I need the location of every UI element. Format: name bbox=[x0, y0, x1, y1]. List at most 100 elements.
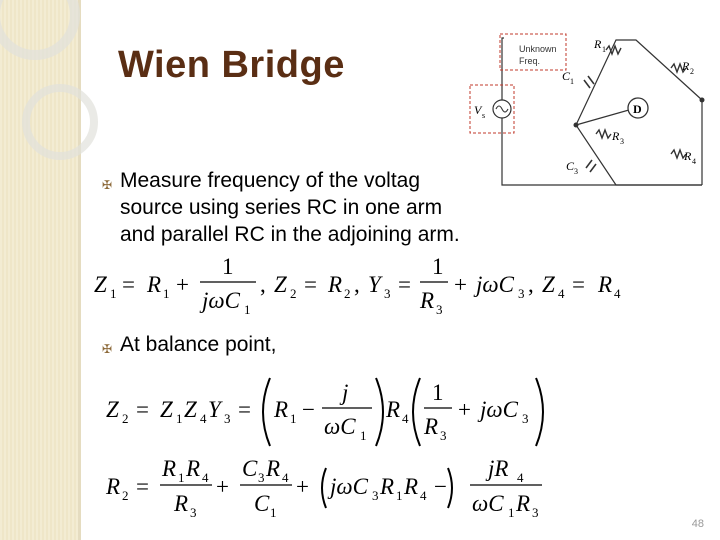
svg-text:1: 1 bbox=[244, 302, 251, 317]
svg-text:Z: Z bbox=[184, 397, 197, 422]
svg-text:3: 3 bbox=[532, 505, 539, 520]
svg-text:1: 1 bbox=[396, 488, 403, 503]
bullet-marker: ✠ bbox=[102, 342, 113, 356]
svg-text:3: 3 bbox=[384, 286, 391, 301]
svg-text:1: 1 bbox=[570, 77, 574, 86]
slide-title: Wien Bridge bbox=[118, 44, 345, 86]
svg-text:R: R bbox=[185, 456, 200, 481]
svg-text:R: R bbox=[385, 397, 400, 422]
svg-text:3: 3 bbox=[190, 505, 197, 520]
svg-text:2: 2 bbox=[122, 411, 129, 426]
svg-text:1: 1 bbox=[222, 254, 234, 279]
svg-text:R: R bbox=[681, 59, 690, 73]
svg-text:=: = bbox=[122, 272, 135, 297]
svg-text:1: 1 bbox=[432, 380, 444, 405]
svg-text:1: 1 bbox=[360, 428, 367, 443]
svg-text:=: = bbox=[136, 397, 149, 422]
svg-text:R: R bbox=[611, 129, 620, 143]
svg-text:4: 4 bbox=[517, 470, 524, 485]
svg-text:C: C bbox=[254, 491, 270, 516]
svg-text:+: + bbox=[454, 272, 467, 297]
svg-text:R: R bbox=[146, 272, 161, 297]
svg-text:C: C bbox=[242, 456, 258, 481]
svg-text:R: R bbox=[327, 272, 342, 297]
svg-text:4: 4 bbox=[558, 286, 565, 301]
page-number: 48 bbox=[691, 518, 704, 530]
svg-text:ωC: ωC bbox=[324, 414, 356, 439]
svg-text:=: = bbox=[238, 397, 251, 422]
svg-text:R: R bbox=[265, 456, 280, 481]
svg-text:3: 3 bbox=[574, 167, 578, 176]
svg-text:1: 1 bbox=[508, 505, 515, 520]
svg-text:1: 1 bbox=[602, 45, 606, 54]
svg-text:C: C bbox=[562, 69, 571, 83]
svg-text:Z: Z bbox=[106, 397, 119, 422]
svg-text:1: 1 bbox=[270, 505, 277, 520]
bullet-line-1: Measure frequency of the voltag bbox=[120, 169, 421, 192]
svg-text:3: 3 bbox=[620, 137, 624, 146]
bullet-measure: ✠ Measure frequency of the voltag source… bbox=[102, 167, 480, 248]
svg-text:Z: Z bbox=[160, 397, 173, 422]
svg-text:4: 4 bbox=[420, 488, 427, 503]
svg-text:Unknown: Unknown bbox=[519, 44, 557, 54]
svg-text:C: C bbox=[566, 159, 575, 173]
svg-text:R: R bbox=[515, 491, 530, 516]
svg-text:4: 4 bbox=[202, 470, 209, 485]
bullet-marker: ✠ bbox=[102, 178, 113, 192]
svg-text:=: = bbox=[304, 272, 317, 297]
svg-text:R: R bbox=[105, 474, 120, 499]
svg-text:jR: jR bbox=[485, 456, 508, 481]
svg-text:2: 2 bbox=[344, 286, 351, 301]
svg-text:4: 4 bbox=[692, 157, 696, 166]
svg-text:4: 4 bbox=[282, 470, 289, 485]
svg-text:R: R bbox=[379, 474, 394, 499]
svg-text:R: R bbox=[683, 149, 692, 163]
svg-text:D: D bbox=[633, 102, 642, 116]
svg-text:3: 3 bbox=[436, 302, 443, 317]
svg-text:R: R bbox=[173, 491, 188, 516]
svg-text:3: 3 bbox=[372, 488, 379, 503]
svg-text:R: R bbox=[597, 272, 612, 297]
svg-text:4: 4 bbox=[614, 286, 621, 301]
bullet-line-3: and parallel RC in the adjoining arm. bbox=[120, 223, 460, 246]
svg-text:,: , bbox=[260, 272, 266, 297]
svg-text:jωC: jωC bbox=[477, 397, 519, 422]
svg-text:Y: Y bbox=[208, 397, 223, 422]
svg-text:1: 1 bbox=[290, 411, 297, 426]
svg-text:R: R bbox=[423, 414, 438, 439]
svg-text:R: R bbox=[403, 474, 418, 499]
decorative-sidebar bbox=[0, 0, 80, 540]
svg-text:=: = bbox=[136, 474, 149, 499]
svg-text:,: , bbox=[528, 272, 534, 297]
svg-text:3: 3 bbox=[522, 411, 529, 426]
svg-text:1: 1 bbox=[176, 411, 183, 426]
svg-text:Z: Z bbox=[94, 272, 107, 297]
svg-text:3: 3 bbox=[224, 411, 231, 426]
svg-text:Y: Y bbox=[368, 272, 383, 297]
svg-text:jωC: jωC bbox=[327, 474, 369, 499]
svg-text:V: V bbox=[474, 103, 483, 117]
svg-text:2: 2 bbox=[122, 488, 129, 503]
svg-text:R: R bbox=[273, 397, 288, 422]
svg-text:+: + bbox=[176, 272, 189, 297]
svg-text:=: = bbox=[572, 272, 585, 297]
sidebar-edge bbox=[78, 0, 81, 540]
svg-text:2: 2 bbox=[290, 286, 297, 301]
svg-text:+: + bbox=[216, 474, 229, 499]
svg-text:1: 1 bbox=[163, 286, 170, 301]
svg-text:1: 1 bbox=[110, 286, 117, 301]
bullet-line-2: source using series RC in one arm bbox=[120, 196, 443, 219]
svg-text:j: j bbox=[339, 380, 348, 405]
decorative-ring bbox=[0, 0, 80, 60]
svg-text:jωC: jωC bbox=[199, 288, 241, 313]
decorative-ring bbox=[22, 84, 98, 160]
svg-text:+: + bbox=[458, 397, 471, 422]
svg-text:−: − bbox=[302, 397, 315, 422]
svg-text:4: 4 bbox=[200, 411, 207, 426]
svg-text:Z: Z bbox=[274, 272, 287, 297]
svg-text:Z: Z bbox=[542, 272, 555, 297]
svg-text:ωC: ωC bbox=[472, 491, 504, 516]
svg-text:3: 3 bbox=[258, 470, 265, 485]
